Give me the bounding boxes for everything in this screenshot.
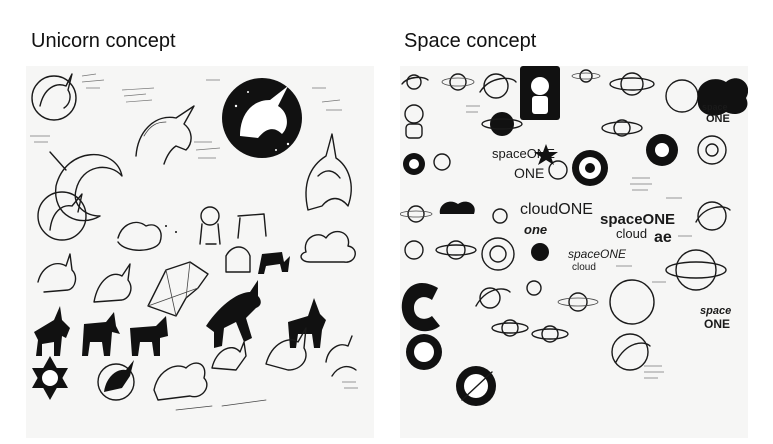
space-concept-heading: Space concept bbox=[404, 30, 537, 52]
ae-wordmark: ae bbox=[654, 229, 672, 246]
space-sketch-astronaut-card bbox=[520, 66, 560, 120]
space-one-cloud-line1: spaceONE bbox=[600, 211, 675, 228]
space-sketch-star-cloud bbox=[697, 78, 748, 116]
space-sketch-row4 bbox=[404, 237, 727, 291]
unicorn-sketch-circle-head bbox=[31, 73, 77, 121]
unicorn-sketch-notes bbox=[30, 73, 358, 389]
unicorn-sketch-geometric bbox=[147, 261, 209, 317]
space-sketch-sheet: space ONE spaceONE ONE cloudONE one spac… bbox=[400, 66, 748, 438]
space-sketch-bottom-scatter bbox=[475, 279, 655, 371]
space-one-cloud2-line2: cloud bbox=[572, 262, 596, 273]
unicorn-sketch-cute-set bbox=[117, 206, 290, 274]
one-wordmark: ONE bbox=[514, 165, 544, 181]
one-lower-wordmark: one bbox=[524, 222, 547, 237]
space-one-badge-line2: ONE bbox=[706, 113, 730, 125]
cloud-one-wordmark: cloudONE bbox=[520, 201, 593, 218]
space-one-badge-line1: space bbox=[702, 102, 728, 112]
unicorn-sketch-night-circle bbox=[222, 78, 302, 158]
unicorn-sketch-flame-head bbox=[305, 133, 352, 211]
unicorn-sketch-bottom-row bbox=[153, 327, 357, 411]
unicorn-sketch-horse-head bbox=[135, 105, 195, 165]
unicorn-sketch-star-emblem bbox=[32, 356, 68, 400]
space-sketch-row3 bbox=[400, 201, 731, 231]
unicorn-sketch-cloud bbox=[300, 230, 356, 263]
unicorn-sketch-silhouettes bbox=[34, 280, 326, 356]
space-sketch-dark-planets bbox=[481, 112, 727, 166]
unicorn-sketch-sheet bbox=[26, 66, 374, 438]
space-sketch-c-logo bbox=[401, 283, 440, 332]
space-one-stacked-line2: ONE bbox=[704, 317, 730, 331]
space-one-cloud-line2: cloud bbox=[616, 226, 647, 241]
space-sketch-bottom-emblems bbox=[406, 334, 496, 406]
space-sketches: space ONE spaceONE ONE cloudONE one spac… bbox=[400, 66, 748, 406]
unicorn-sketches bbox=[30, 73, 358, 411]
unicorn-sketch-outline-heads bbox=[37, 253, 132, 303]
space-one-wordmark: spaceONE bbox=[492, 146, 555, 161]
space-sketch-astronaut bbox=[404, 104, 424, 139]
unicorn-sketch-star-circle bbox=[37, 191, 87, 241]
space-sketch-eye-circles bbox=[403, 150, 608, 186]
unicorn-concept-heading: Unicorn concept bbox=[31, 30, 176, 52]
space-sketch-star-icon bbox=[534, 144, 558, 165]
space-one-cloud2-line1: spaceONE bbox=[568, 247, 627, 261]
unicorn-sketch-bottom-circle bbox=[97, 360, 135, 401]
space-sketch-notes bbox=[466, 105, 692, 379]
unicorn-sketch-moon bbox=[49, 151, 123, 222]
space-one-stacked-line1: space bbox=[700, 305, 731, 317]
